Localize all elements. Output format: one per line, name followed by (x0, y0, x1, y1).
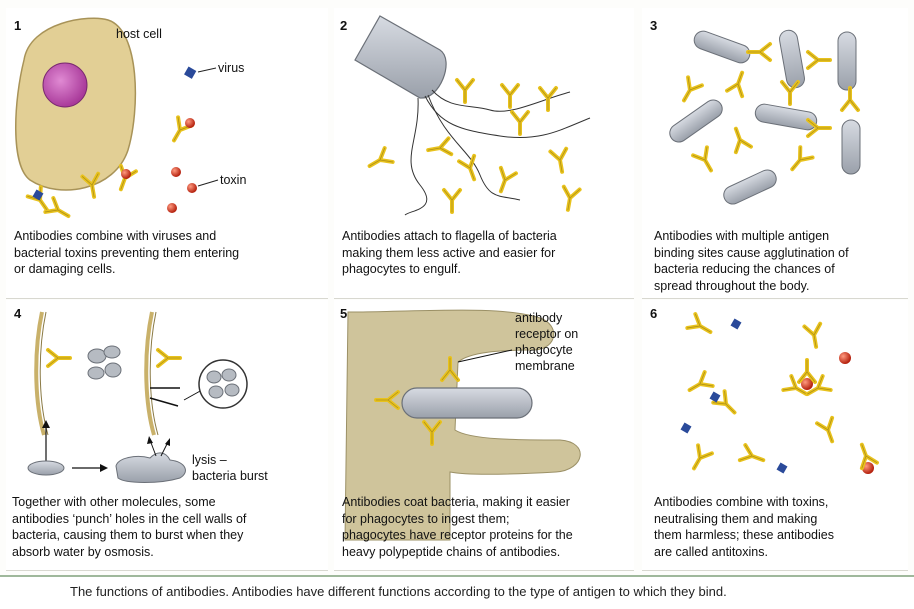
receptor-label: antibody receptor on phagocyte membrane (515, 311, 579, 373)
lysis-label: lysis – bacteria burst (192, 453, 268, 483)
panel-3 (642, 8, 908, 299)
toxin-icon (187, 183, 197, 193)
virus-icon (776, 462, 788, 474)
magnified-view (198, 359, 248, 409)
toxin-icon (167, 203, 177, 213)
panel-3-number: 3 (650, 18, 658, 33)
antibody-icon (558, 184, 582, 214)
bacterium-with-flagella (354, 15, 591, 216)
toxin-icon (171, 167, 181, 177)
antibody-icon (500, 83, 520, 109)
antibody-icon (737, 443, 769, 470)
caption-text: The functions of antibodies. Antibodies … (70, 584, 727, 599)
antibody-icon (442, 188, 462, 214)
toxin-icon (121, 169, 131, 179)
panel-3-description: Antibodies with multiple antigen binding… (654, 229, 849, 293)
antibody-icon (491, 165, 518, 197)
panel-4-description: Together with other molecules, some anti… (12, 495, 247, 559)
antibody-icon (457, 153, 484, 185)
panel-1-description: Antibodies combine with viruses and bact… (14, 229, 240, 276)
cell-wall-left (34, 311, 49, 436)
antibody-icon (685, 443, 714, 475)
host-cell (15, 17, 137, 191)
panel-6 (642, 300, 908, 571)
virus-icon (184, 66, 197, 79)
antibody-icon (455, 78, 475, 104)
antibody-icon (685, 312, 717, 341)
antibody-icon (691, 145, 720, 177)
antibody-icon (802, 321, 826, 351)
antibody-icon (538, 86, 558, 112)
neutralised-toxin (781, 358, 833, 403)
antibody-icon (683, 370, 715, 399)
antigen-cluster (87, 345, 122, 380)
antibody-icon (784, 145, 815, 177)
virus-icon (730, 318, 742, 330)
host-cell-label: host cell (116, 27, 162, 41)
panel-2-description: Antibodies attach to flagella of bacteri… (342, 229, 557, 276)
intact-bacterium (27, 460, 65, 476)
antibody-icon (726, 123, 753, 155)
antibody-icon (548, 146, 572, 176)
antibody-icon (725, 67, 752, 99)
antibody-icon (43, 196, 75, 225)
panel-5-description: Antibodies coat bacteria, making it easi… (342, 495, 573, 559)
antibody-icon (510, 110, 530, 136)
antibody-icon (363, 146, 395, 175)
virus-icon (32, 189, 44, 201)
agglutinated-bacteria (669, 29, 861, 205)
toxin-icon (839, 352, 851, 364)
antibody-icon (46, 348, 72, 368)
antibody-icon (806, 50, 832, 70)
antibody-icon (424, 136, 454, 160)
virus-icon (680, 422, 692, 434)
panel-1-number: 1 (14, 18, 22, 33)
panel-6-number: 6 (650, 306, 658, 321)
panel-4 (6, 300, 328, 571)
toxin-label: toxin (220, 173, 247, 187)
coated-bacterium (401, 387, 533, 419)
antibody-icon (675, 75, 704, 107)
panel-2-number: 2 (340, 18, 348, 33)
virus-label: virus (218, 61, 245, 75)
figure-caption: The functions of antibodies. Antibodies … (0, 575, 914, 609)
phagocyte (344, 309, 581, 541)
neutralised-toxin-2 (852, 439, 879, 474)
antibody-icon (746, 42, 772, 62)
antibody-icon (156, 348, 182, 368)
cell-wall-right (144, 311, 159, 436)
virus-icon (709, 391, 721, 403)
toxin-icon (185, 118, 195, 128)
antibody-icon (815, 415, 842, 447)
panel-6-description: Antibodies combine with toxins, neutrali… (654, 495, 834, 559)
panel-5-number: 5 (340, 306, 348, 321)
burst-bacterium (115, 452, 186, 483)
panel-4-number: 4 (14, 306, 22, 321)
antibody-icon (840, 86, 860, 112)
